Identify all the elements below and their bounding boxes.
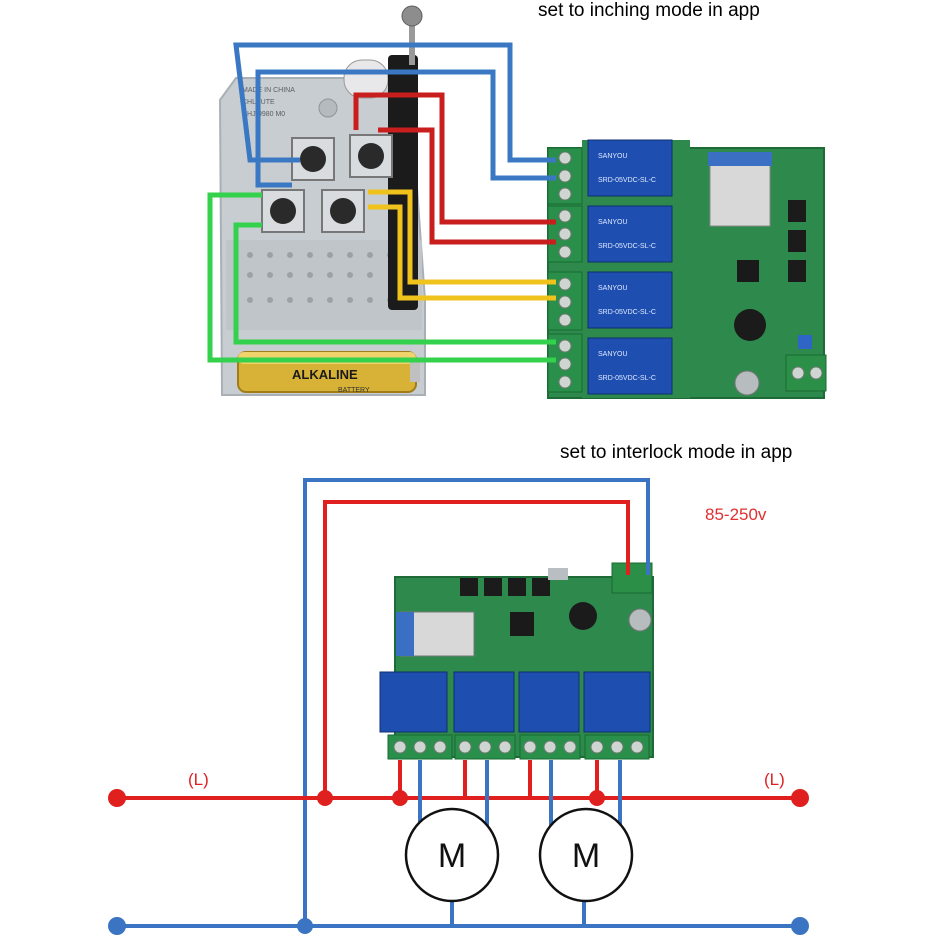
relay3-line-wire <box>528 760 548 800</box>
motor-1-label: M <box>438 837 466 875</box>
battery-label: ALKALINE <box>292 367 358 382</box>
relay-2: SANYOU SRD-05VDC-SL-C <box>587 205 673 263</box>
remote-capacitor <box>343 59 389 99</box>
module-led <box>798 335 812 349</box>
wire-red-1 <box>353 92 556 225</box>
line-label-left: (L) <box>188 770 209 789</box>
module-ic <box>737 260 759 282</box>
line-junction-1 <box>317 790 333 806</box>
wifi-antenna <box>708 152 772 166</box>
remote-button-2[interactable] <box>349 134 393 178</box>
caption-interlock: set to interlock mode in app <box>560 442 793 463</box>
motor-2-label: M <box>572 837 600 875</box>
supply-voltage-label: 85-250v <box>705 505 767 524</box>
module-bottom-headers <box>460 578 550 596</box>
relay-module-bottom <box>379 562 654 760</box>
remote-button-4[interactable] <box>321 189 365 233</box>
relay-b4 <box>583 671 651 733</box>
terminal-screws-bottom <box>393 740 644 754</box>
junction-dots <box>108 789 809 935</box>
battery-sublabel: BATTERY <box>338 387 370 394</box>
remote-control: MADE IN CHINA CHLXUTE CHJ-9980 M0 <box>218 5 426 396</box>
wire-yellow-1 <box>368 189 556 285</box>
line-left-terminal <box>108 789 126 807</box>
relay-3-brand: SANYOU <box>598 285 628 292</box>
interlock-wires <box>117 478 800 928</box>
relay-1-spec: SRD-05VDC-SL-C <box>598 177 656 184</box>
relay-module-top: SANYOU SRD-05VDC-SL-C SANYOU SRD-05VDC-S… <box>547 139 827 399</box>
caption-inching: set to inching mode in app <box>538 0 760 21</box>
wire-yellow-2 <box>368 204 556 301</box>
line-right-terminal <box>791 789 809 807</box>
supply-line-wire <box>323 500 630 798</box>
module-bottom-ic <box>510 612 534 636</box>
module-inductor <box>734 309 766 341</box>
module-capacitor <box>734 370 760 396</box>
relay-3-spec: SRD-05VDC-SL-C <box>598 309 656 316</box>
module-bottom-cap <box>628 608 652 632</box>
remote-wires <box>207 42 556 363</box>
module-bottom-inductor <box>569 602 597 630</box>
relay-b2 <box>453 671 515 733</box>
relay-2-brand: SANYOU <box>598 219 628 226</box>
relay-4: SANYOU SRD-05VDC-SL-C <box>587 337 673 395</box>
terminal-screws-top <box>558 151 572 389</box>
pin-headers-top <box>788 200 806 282</box>
remote-antenna-tip <box>401 5 423 27</box>
wire-green-2 <box>233 222 556 345</box>
line-label-right: (L) <box>764 770 785 789</box>
relay-b3 <box>518 671 580 733</box>
motor-1: M <box>404 807 500 903</box>
relay-4-brand: SANYOU <box>598 351 628 358</box>
relay-1-brand: SANYOU <box>598 153 628 160</box>
neutral-right-terminal <box>791 917 809 935</box>
module-bottom-usb <box>548 568 568 580</box>
module-bottom-antenna <box>396 612 414 656</box>
remote-crystal <box>318 98 338 118</box>
neutral-junction <box>297 918 313 934</box>
relay-1: SANYOU SRD-05VDC-SL-C <box>587 139 673 197</box>
relay-4-spec: SRD-05VDC-SL-C <box>598 375 656 382</box>
wire-red-2 <box>378 127 556 245</box>
wire-green-1 <box>207 192 556 363</box>
remote-model-text-2: CHJ-9980 M0 <box>242 111 285 118</box>
relay-3: SANYOU SRD-05VDC-SL-C <box>587 271 673 329</box>
remote-made-in-text: MADE IN CHINA <box>242 87 295 94</box>
line-junction-2 <box>392 790 408 806</box>
remote-button-3[interactable] <box>261 189 305 233</box>
neutral-left-terminal <box>108 917 126 935</box>
wire-blue-2 <box>255 69 556 188</box>
relay-b1 <box>379 671 448 733</box>
motor-2: M <box>538 807 634 903</box>
supply-neutral-wire <box>303 478 650 926</box>
relay-2-spec: SRD-05VDC-SL-C <box>598 243 656 250</box>
line-junction-3 <box>589 790 605 806</box>
module-bottom-power-terminal <box>611 562 653 594</box>
wifi-module <box>709 155 771 227</box>
